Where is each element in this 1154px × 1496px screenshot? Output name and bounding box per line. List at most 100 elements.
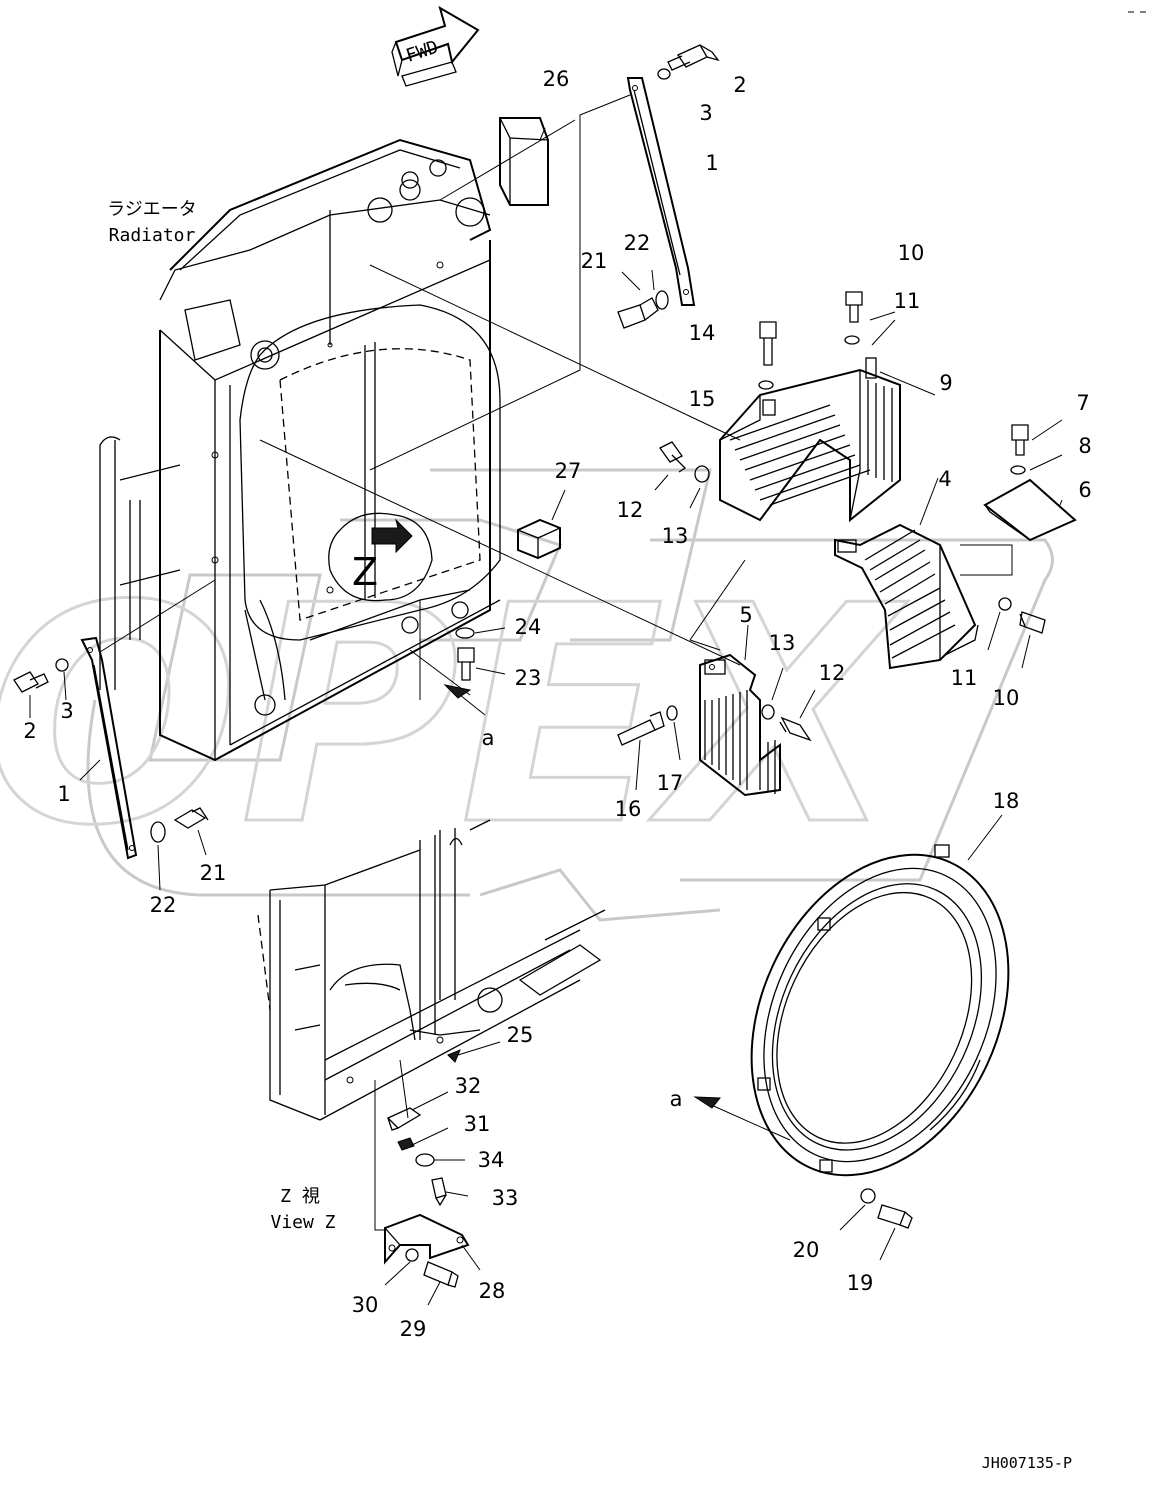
radiator-label-en: Radiator [109,225,196,246]
leaders-left-stay [29,671,207,891]
view-a-label-bottom: a [670,1087,683,1111]
callout-numbers: 26 2 3 1 22 21 10 11 14 9 15 7 8 6 4 27 … [23,67,1091,1341]
callout-26: 26 [543,67,570,91]
leader-view-z [374,1080,385,1231]
callout-13-mid: 13 [769,631,796,655]
callout-6: 6 [1078,478,1091,502]
leader-18 [967,814,1003,861]
callout-21-left: 21 [200,861,227,885]
leaders-19-20 [839,1204,896,1261]
leader-31 [411,1127,449,1146]
leader-radiator-5 [259,439,741,666]
part-6-bracket [983,478,1077,542]
leader-25 [457,1041,501,1056]
fwd-arrow: FWD [391,5,480,87]
callout-30: 30 [352,1293,379,1317]
callout-22-left: 22 [150,893,177,917]
callout-28: 28 [479,1279,506,1303]
part-22-washer-top [655,290,669,310]
leader-30 [384,1261,411,1286]
leader-29 [427,1281,441,1306]
callout-13-top: 13 [662,524,689,548]
callout-29: 29 [400,1317,427,1341]
part-27-block [517,518,561,560]
callout-12-top: 12 [617,498,644,522]
part-13-washer-top [694,465,710,483]
view-z-label-jp: Z 視 [280,1186,320,1207]
callout-9: 9 [939,371,952,395]
part-8-washer [1010,465,1026,475]
radiator-label-jp: ラジエータ [107,199,197,220]
part-2-bolt-left [13,671,49,693]
leader-32 [411,1091,449,1111]
leader-4 [919,477,939,526]
part-24-washer [455,627,475,639]
callout-7: 7 [1076,391,1089,415]
leaders-9-10-11 [869,311,936,396]
leaders-16-17 [635,721,681,791]
callout-19: 19 [847,1271,874,1295]
callout-5: 5 [739,603,752,627]
view-z-detail [257,819,606,1121]
callout-11-bot: 11 [951,666,978,690]
part-29-bolt [423,1261,459,1288]
part-12-bolt-mid [779,716,812,742]
callout-1-top: 1 [705,151,718,175]
part-32-clamp [386,1107,422,1131]
callout-25: 25 [507,1023,534,1047]
view-a-label-top: a [482,726,495,750]
leader-radiator-9 [369,264,741,441]
callout-32: 32 [455,1074,482,1098]
callout-33: 33 [492,1186,519,1210]
callout-15: 15 [689,387,716,411]
callout-2-top: 2 [733,73,746,97]
leader-stay-top [369,94,631,471]
part-31-clip [397,1137,415,1151]
leaders-12-13-top [654,474,701,509]
callout-18: 18 [993,789,1020,813]
callout-3-top: 3 [699,101,712,125]
part-4-cover [834,523,979,670]
callout-10-bot: 10 [993,686,1020,710]
leader-stay-left [99,579,216,653]
leader-27 [551,489,566,521]
z-marker-label: Z [352,550,378,594]
leader-33 [445,1191,469,1197]
part-3-washer-left [55,658,69,672]
part-22-washer-left [150,821,166,843]
callout-2-left: 2 [23,719,36,743]
drawing-code: JH007135-P [982,1454,1072,1472]
callout-3-left: 3 [60,699,73,723]
part-14-bolt [759,321,777,366]
callout-12-mid: 12 [819,661,846,685]
part-1-stay-top [626,77,696,306]
view-z-label-en: View Z [270,1212,335,1233]
part-26-block [499,117,549,206]
part-25-clip [447,1049,461,1063]
callout-16: 16 [615,797,642,821]
callout-8: 8 [1078,434,1091,458]
part-19-bolt [877,1204,913,1229]
leader-a-bottom [699,1099,791,1141]
callout-31: 31 [464,1112,491,1136]
callout-4: 4 [938,467,951,491]
part-30-washer [405,1248,419,1262]
leaders-23-24 [474,627,506,675]
part-2-bolt-top [667,44,720,71]
callout-27: 27 [555,459,582,483]
part-20-washer [860,1188,876,1204]
callout-20: 20 [793,1238,820,1262]
callout-23: 23 [515,666,542,690]
part-23-bolt [457,647,475,681]
part-13-washer-mid [761,704,775,720]
fwd-label: FWD [403,37,440,67]
leader-28 [461,1244,481,1271]
z-marker: Z [328,512,433,602]
callout-10-top: 10 [898,241,925,265]
part-34-washer [415,1153,435,1167]
leader-5 [689,559,746,651]
callout-1-left: 1 [57,782,70,806]
part-11-washer-bot [998,597,1012,611]
part-28-bracket [384,1213,470,1265]
